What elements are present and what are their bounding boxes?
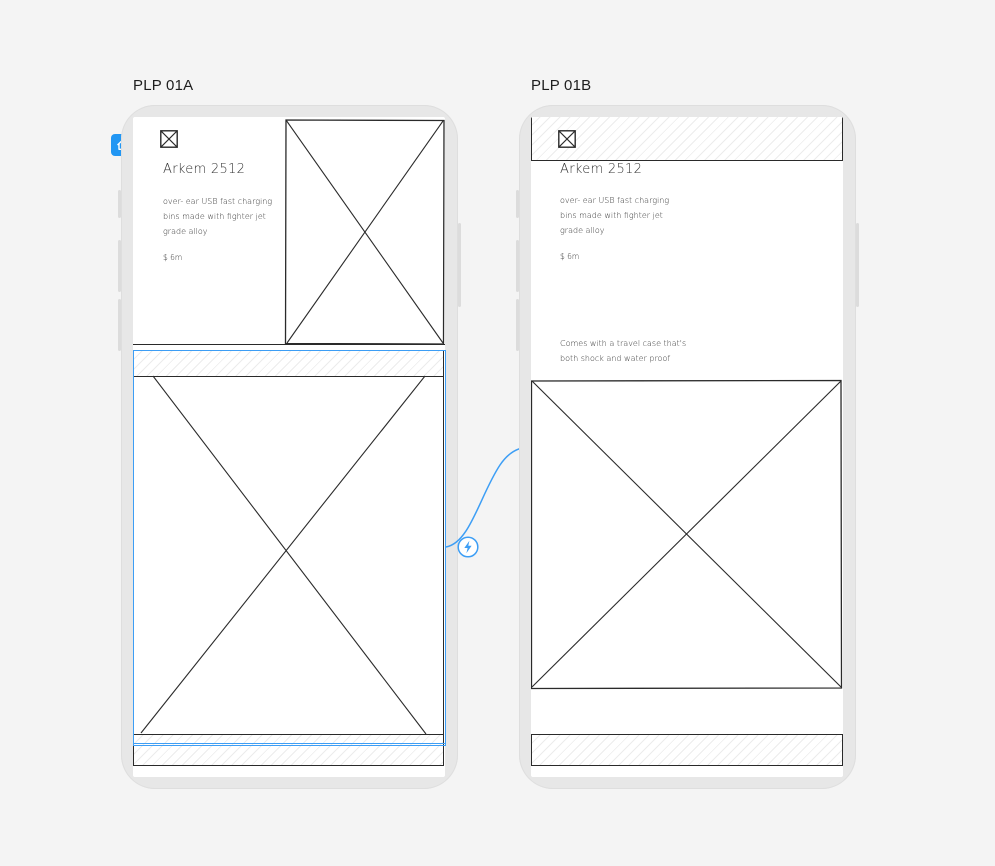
hero-image-placeholder xyxy=(531,379,843,690)
phone-power-button xyxy=(458,223,461,307)
product-description: over- ear USB fast charging bins made wi… xyxy=(560,196,670,235)
selection-guide-line xyxy=(133,743,446,744)
header-bar-outline xyxy=(133,350,444,377)
screen-plp-01a: Arkem 2512 over- ear USB fast charging b… xyxy=(133,117,445,777)
phone-side-button xyxy=(516,299,519,351)
product-image-placeholder xyxy=(284,119,445,345)
phone-side-button xyxy=(516,190,519,218)
frame-title-plp-01a[interactable]: PLP 01A xyxy=(133,77,194,94)
image-placeholder-icon xyxy=(558,130,576,148)
product-title: Arkem 2512 xyxy=(163,162,246,177)
footer-bar-placeholder xyxy=(134,735,443,765)
header-bar-outline xyxy=(531,117,843,161)
frame-title-plp-01b[interactable]: PLP 01B xyxy=(531,77,592,94)
footer-bar-outline xyxy=(133,734,444,766)
product-description: over- ear USB fast charging bins made wi… xyxy=(163,197,273,236)
footer-bar-placeholder xyxy=(531,735,842,765)
phone-power-button xyxy=(856,223,859,307)
header-bar-placeholder xyxy=(531,117,842,160)
section-divider xyxy=(133,344,445,350)
product-feature-text: Comes with a travel case that's both sho… xyxy=(560,339,687,363)
phone-side-button xyxy=(118,299,121,351)
phone-side-button xyxy=(516,240,519,292)
lightning-icon[interactable] xyxy=(457,536,479,558)
header-bar-placeholder xyxy=(134,350,443,376)
product-title: Arkem 2512 xyxy=(560,162,643,177)
phone-side-button xyxy=(118,240,121,292)
image-placeholder-icon xyxy=(160,130,178,148)
hero-image-placeholder xyxy=(133,375,444,737)
phone-side-button xyxy=(118,190,121,218)
footer-bar-outline xyxy=(531,734,843,766)
product-price: $ 6m xyxy=(560,252,580,261)
screen-plp-01b: Arkem 2512 over- ear USB fast charging b… xyxy=(531,117,843,777)
product-price: $ 6m xyxy=(163,253,183,262)
